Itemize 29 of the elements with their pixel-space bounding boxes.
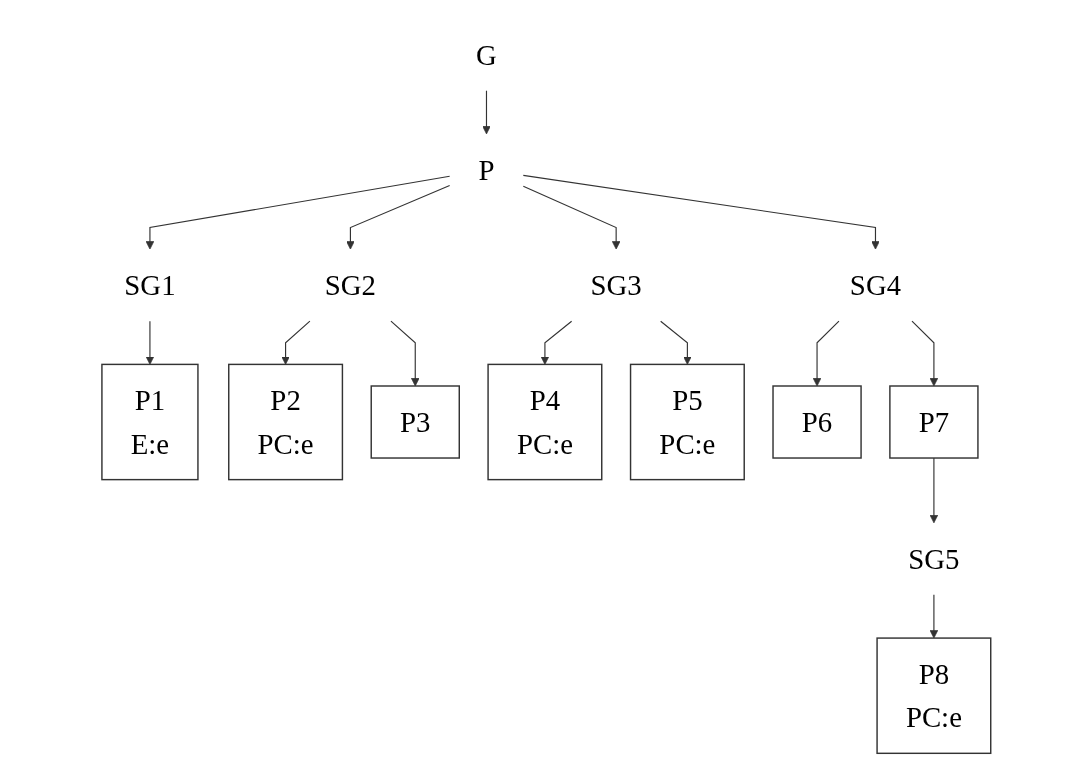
arrow <box>390 320 420 386</box>
arrow <box>659 320 692 365</box>
node-text: G <box>475 38 497 71</box>
node-text: SG1 <box>124 268 176 301</box>
node-box: P5 PC:e <box>629 363 745 480</box>
arrow <box>145 320 155 365</box>
node-box: P6 <box>772 384 862 459</box>
node-text: SG2 <box>324 268 376 301</box>
arrow <box>482 89 491 134</box>
arrow <box>145 175 451 250</box>
node-text: P <box>478 153 495 186</box>
arrow <box>522 174 880 250</box>
arrow <box>281 320 311 365</box>
arrow <box>812 320 840 386</box>
node-box: P1 E:e <box>101 363 199 480</box>
arrow <box>929 593 938 638</box>
node-text: SG3 <box>590 268 642 301</box>
node-box: P3 <box>370 384 460 459</box>
node-box: P4 PC:e <box>487 363 603 480</box>
arrow <box>540 320 573 365</box>
arrow <box>522 185 621 250</box>
node-box: P7 <box>889 384 979 459</box>
arrow <box>929 456 938 523</box>
arrow <box>346 184 451 250</box>
node-box: P2 PC:e <box>227 363 343 480</box>
node-text: SG5 <box>908 542 960 575</box>
node-box: P8 PC:e <box>876 636 992 754</box>
arrow <box>911 320 938 386</box>
node-text: SG4 <box>849 268 901 301</box>
